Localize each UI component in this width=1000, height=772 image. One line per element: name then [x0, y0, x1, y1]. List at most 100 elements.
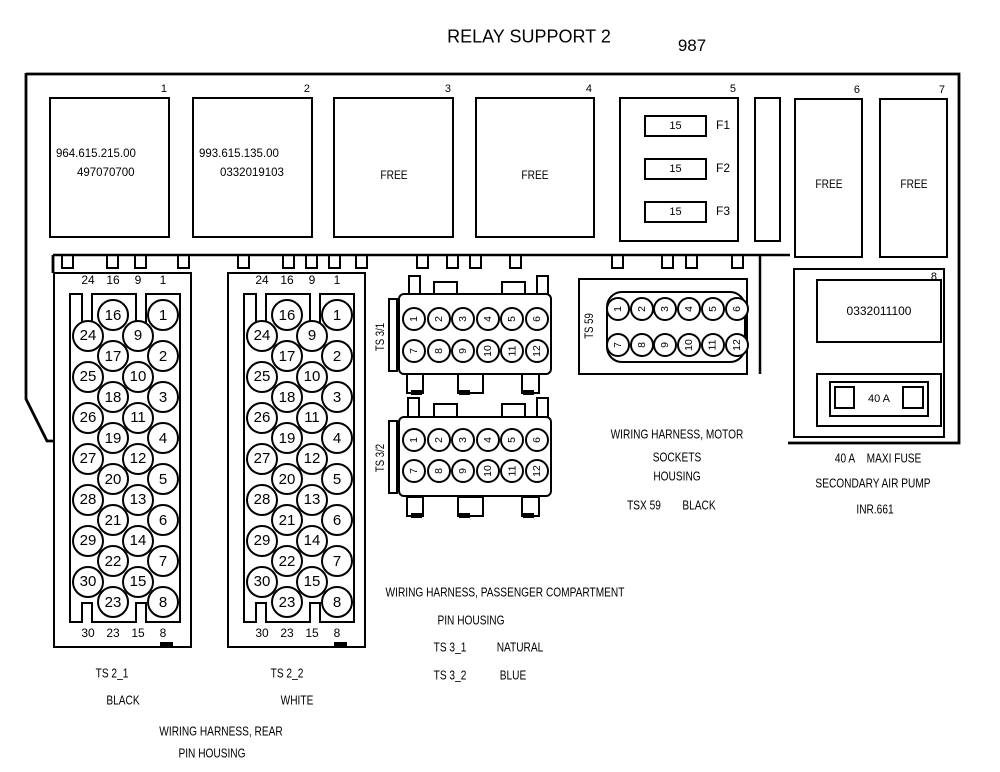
pin-12: 12 — [525, 339, 549, 363]
pin-19: 19 — [97, 422, 129, 454]
relay-box-7-label: FREE — [899, 177, 928, 191]
ts2-bottom-label: 15 — [305, 626, 319, 640]
pin-6: 6 — [525, 428, 549, 452]
ts3-2-foot — [457, 496, 484, 517]
pin-19: 19 — [271, 422, 303, 454]
maxi-fuse-name-label: MAXI FUSE — [866, 450, 922, 466]
relay-box-6-label: FREE — [814, 177, 843, 191]
pin-9: 9 — [122, 319, 154, 352]
pin-1: 1 — [402, 307, 426, 331]
pin-2: 2 — [321, 340, 353, 372]
relay-box-4-number: 4 — [585, 83, 592, 95]
maxi-fuse-outer: 40 A — [816, 373, 942, 427]
pin-20: 20 — [97, 463, 129, 495]
module-8-number: 8 — [930, 271, 937, 283]
ts2-bottom-label: 8 — [159, 626, 167, 640]
pin-1: 1 — [402, 428, 426, 452]
ts2-top-label: 16 — [106, 273, 120, 287]
pin-15: 15 — [296, 565, 328, 598]
pin-12: 12 — [122, 442, 154, 475]
pin-29: 29 — [246, 524, 278, 557]
pin-3: 3 — [147, 381, 179, 413]
pin-29: 29 — [72, 524, 104, 557]
pin-11: 11 — [122, 401, 154, 434]
relay-box-1-number: 1 — [160, 83, 167, 95]
pin-4: 4 — [475, 307, 500, 331]
pin-4: 4 — [147, 422, 179, 454]
ts2-top-label: 24 — [81, 273, 95, 287]
pin-10: 10 — [677, 333, 702, 357]
pin-27: 27 — [246, 442, 278, 475]
maxi-fuse-rating: 40 A — [867, 393, 891, 405]
pin-12: 12 — [296, 442, 328, 475]
connector-ts3-1-label: TS 3/1 — [373, 322, 387, 352]
relay-box-6: 6 FREE — [794, 84, 863, 258]
pin-14: 14 — [122, 524, 154, 557]
pin-7: 7 — [402, 339, 426, 363]
connector-ts3-2-label: TS 3/2 — [373, 443, 387, 473]
pin-3: 3 — [321, 381, 353, 413]
pin-11: 11 — [500, 339, 525, 363]
ts2-bottom-label: 23 — [106, 626, 120, 640]
pin-17: 17 — [271, 340, 303, 372]
ts2-1-color-label: BLACK — [106, 692, 140, 708]
relay-box-1-part: 964.615.215.00 497070700 — [56, 148, 136, 179]
tsx59-color-label: BLACK — [682, 497, 716, 513]
connector-ts3-1-body — [398, 293, 552, 375]
pin-10: 10 — [475, 459, 500, 483]
tsx59-name-label: TSX 59 — [627, 497, 661, 513]
page-title: RELAY SUPPORT 2 — [447, 26, 611, 47]
pin-10: 10 — [122, 360, 154, 393]
pin-5: 5 — [700, 297, 725, 321]
passenger-harness-label: WIRING HARNESS, PASSENGER COMPARTMENT — [385, 584, 625, 600]
relay-box-6-number: 6 — [853, 84, 860, 96]
pin-6: 6 — [147, 504, 179, 536]
pin-22: 22 — [97, 545, 129, 577]
mount-mark — [411, 513, 422, 518]
relay-box-2-number: 2 — [303, 83, 310, 95]
pin-22: 22 — [271, 545, 303, 577]
pin-11: 11 — [700, 333, 725, 357]
pin-18: 18 — [97, 381, 129, 413]
pin-12: 12 — [724, 333, 749, 357]
pin-30: 30 — [246, 565, 278, 598]
pin-25: 25 — [246, 360, 278, 393]
relay-box-1: 1 964.615.215.00 497070700 — [49, 83, 170, 238]
mount-mark — [523, 513, 534, 518]
maxi-fuse-purpose-label: SECONDARY AIR PUMP — [815, 475, 931, 491]
pin-2: 2 — [147, 340, 179, 372]
motor-housing-label: HOUSING — [653, 468, 701, 484]
ts2-bottom-label: 23 — [280, 626, 294, 640]
ts2-bottom-label: 30 — [81, 626, 95, 640]
pin-6: 6 — [321, 504, 353, 536]
pin-3: 3 — [451, 428, 476, 452]
pin-24: 24 — [72, 319, 104, 352]
ts2-2-name-label: TS 2_2 — [270, 665, 304, 681]
maxi-fuse-ref-label: INR.661 — [856, 501, 894, 517]
relay-box-2: 2 993.615.135.00 0332019103 — [192, 83, 313, 238]
pin-15: 15 — [122, 565, 154, 598]
module-8-part-box: 0332011100 — [816, 279, 942, 343]
pin-1: 1 — [147, 299, 179, 331]
mount-mark — [160, 642, 173, 648]
ts3-1-name-label: TS 3_1 — [433, 639, 467, 655]
pin-2: 2 — [426, 428, 451, 452]
relay-box-2-part: 993.615.135.00 0332019103 — [199, 148, 284, 179]
fuse-f3: 15 — [644, 201, 707, 223]
pin-4: 4 — [677, 297, 702, 321]
fuse-f2: 15 — [644, 158, 707, 180]
pin-6: 6 — [724, 297, 749, 321]
pin-28: 28 — [72, 483, 104, 516]
ts2-bottom-label: 30 — [255, 626, 269, 640]
pin-6: 6 — [525, 307, 549, 331]
ts2-top-label: 1 — [159, 273, 167, 287]
pin-16: 16 — [97, 299, 129, 331]
pin-8: 8 — [426, 459, 451, 483]
pin-7: 7 — [147, 545, 179, 577]
mount-mark — [459, 513, 470, 518]
motor-sockets-label: SOCKETS — [652, 449, 702, 465]
relay-box-4-label: FREE — [521, 168, 549, 182]
mount-mark — [459, 390, 470, 395]
pin-24: 24 — [246, 319, 278, 352]
